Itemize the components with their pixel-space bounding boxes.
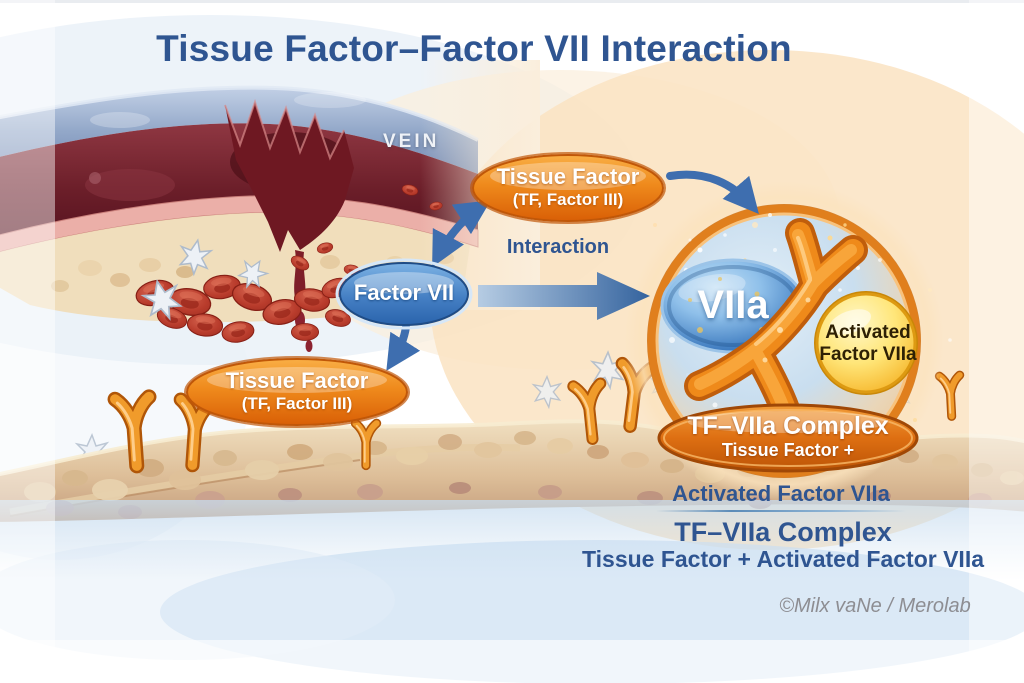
pill-line2: Tissue Factor + bbox=[721, 439, 855, 460]
forward-arrow bbox=[478, 272, 650, 320]
tissue-factor-left-oval bbox=[184, 356, 410, 428]
caption-divider bbox=[656, 510, 906, 512]
vein-illustration bbox=[0, 60, 540, 352]
arrows bbox=[386, 170, 759, 371]
interaction-label: Interaction bbox=[506, 236, 610, 258]
tissue-factor-top-label: Tissue Factor (TF, Factor III) bbox=[468, 164, 668, 209]
caption-heading: TF–VIIa Complex bbox=[674, 517, 892, 547]
binding-arrow bbox=[666, 170, 759, 214]
activated-factor-viia-badge: Activated Factor VIIa bbox=[798, 322, 938, 366]
viia-label: VIIa bbox=[697, 283, 769, 327]
down-arrow bbox=[386, 323, 421, 371]
tissue-factor-top-oval bbox=[470, 152, 666, 224]
tissue-factor-left-line2: (TF, Factor III) bbox=[241, 393, 353, 413]
watermark: ©Milx vaNe / Merolab bbox=[779, 595, 971, 617]
pill-line1: TF–VIIa Complex bbox=[687, 412, 889, 440]
tissue-factor-top-line2: (TF, Factor III) bbox=[512, 189, 624, 209]
y-molecule-icon bbox=[684, 218, 868, 433]
vein-label: VEIN bbox=[383, 131, 440, 152]
page-title: Tissue Factor–Factor VII Interaction bbox=[156, 28, 792, 69]
activated-badge-line1: Activated bbox=[825, 322, 911, 343]
caption-activated-line: Activated Factor VIIa bbox=[672, 481, 890, 506]
factor-vii-oval bbox=[335, 258, 473, 330]
caption-subheading: Tissue Factor + Activated Factor VIIa bbox=[582, 546, 985, 572]
tf-viia-complex-pill-label: TF–VIIa Complex Tissue Factor + bbox=[660, 412, 916, 460]
activated-viia-circle bbox=[814, 291, 918, 395]
tf-viia-complex-pill bbox=[657, 403, 919, 473]
factor-vii-label: Factor VII bbox=[353, 280, 455, 305]
activated-badge-line2: Factor VIIa bbox=[819, 343, 917, 365]
tissue-factor-left-line1: Tissue Factor bbox=[225, 368, 369, 393]
tissue-factor-top-line1: Tissue Factor bbox=[496, 164, 640, 189]
interaction-arrow bbox=[432, 200, 491, 268]
tissue-factor-left-label: Tissue Factor (TF, Factor III) bbox=[187, 368, 407, 413]
